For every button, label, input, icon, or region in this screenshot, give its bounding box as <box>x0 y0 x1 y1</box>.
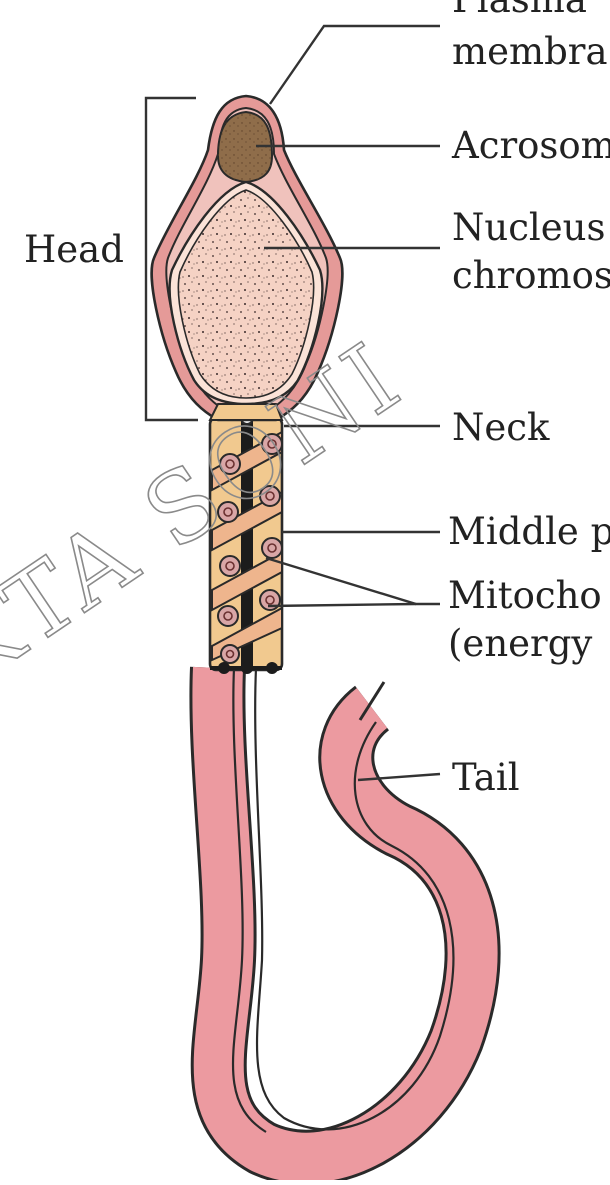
mitochondrion <box>261 433 283 455</box>
mitochondria-group <box>217 433 283 664</box>
label-nucleus-line1: Nucleus <box>452 206 605 249</box>
label-nucleus-line2: chromos <box>452 254 610 297</box>
mitochondrion <box>261 537 283 559</box>
ring-centriole-dot-right <box>266 662 278 674</box>
label-middle-piece: Middle p <box>448 510 610 553</box>
tail-leader <box>357 772 441 782</box>
tail-fill <box>192 666 498 1183</box>
label-mitochondria-line1: Mitocho <box>448 574 602 617</box>
neck <box>208 403 284 421</box>
mitochondria-inner-marks <box>223 439 277 659</box>
head <box>150 94 344 422</box>
tail-axial-filament-right <box>254 667 455 1131</box>
label-plasma-membrane-line1: Plasma <box>452 0 587 21</box>
ring-centriole-dot-left <box>218 662 230 674</box>
plasma-membrane-leader <box>269 24 440 105</box>
mitochondria-leader-lower <box>267 602 417 608</box>
chromosome-texture <box>178 190 314 398</box>
mitochondrion <box>259 485 281 507</box>
axial-filament-core <box>241 416 253 670</box>
tail <box>189 666 501 1185</box>
label-head: Head <box>24 228 124 271</box>
head-bracket <box>144 96 198 422</box>
ring-centriole-dot-mid <box>241 662 253 674</box>
mitochondrion <box>220 644 240 664</box>
mitochondrion <box>217 501 239 523</box>
label-neck: Neck <box>452 406 550 449</box>
mitochondria-leader-upper <box>265 556 440 606</box>
leader-lines <box>256 24 441 782</box>
acrosome-texture <box>218 112 272 182</box>
label-plasma-membrane-line2: membra <box>452 30 608 73</box>
labels: Plasma membra Acrosom Nucleus chromos He… <box>24 0 610 799</box>
label-tail: Tail <box>452 756 520 799</box>
tail-axial-filament-left <box>231 667 267 1133</box>
tail-tip <box>358 681 386 721</box>
mitochondrion <box>219 555 241 577</box>
mitochondrion <box>219 453 241 475</box>
mitochondrion <box>217 605 239 627</box>
middle-piece <box>208 411 284 674</box>
label-acrosome: Acrosom <box>451 124 610 167</box>
label-mitochondria-line2: (energy <box>448 622 592 665</box>
